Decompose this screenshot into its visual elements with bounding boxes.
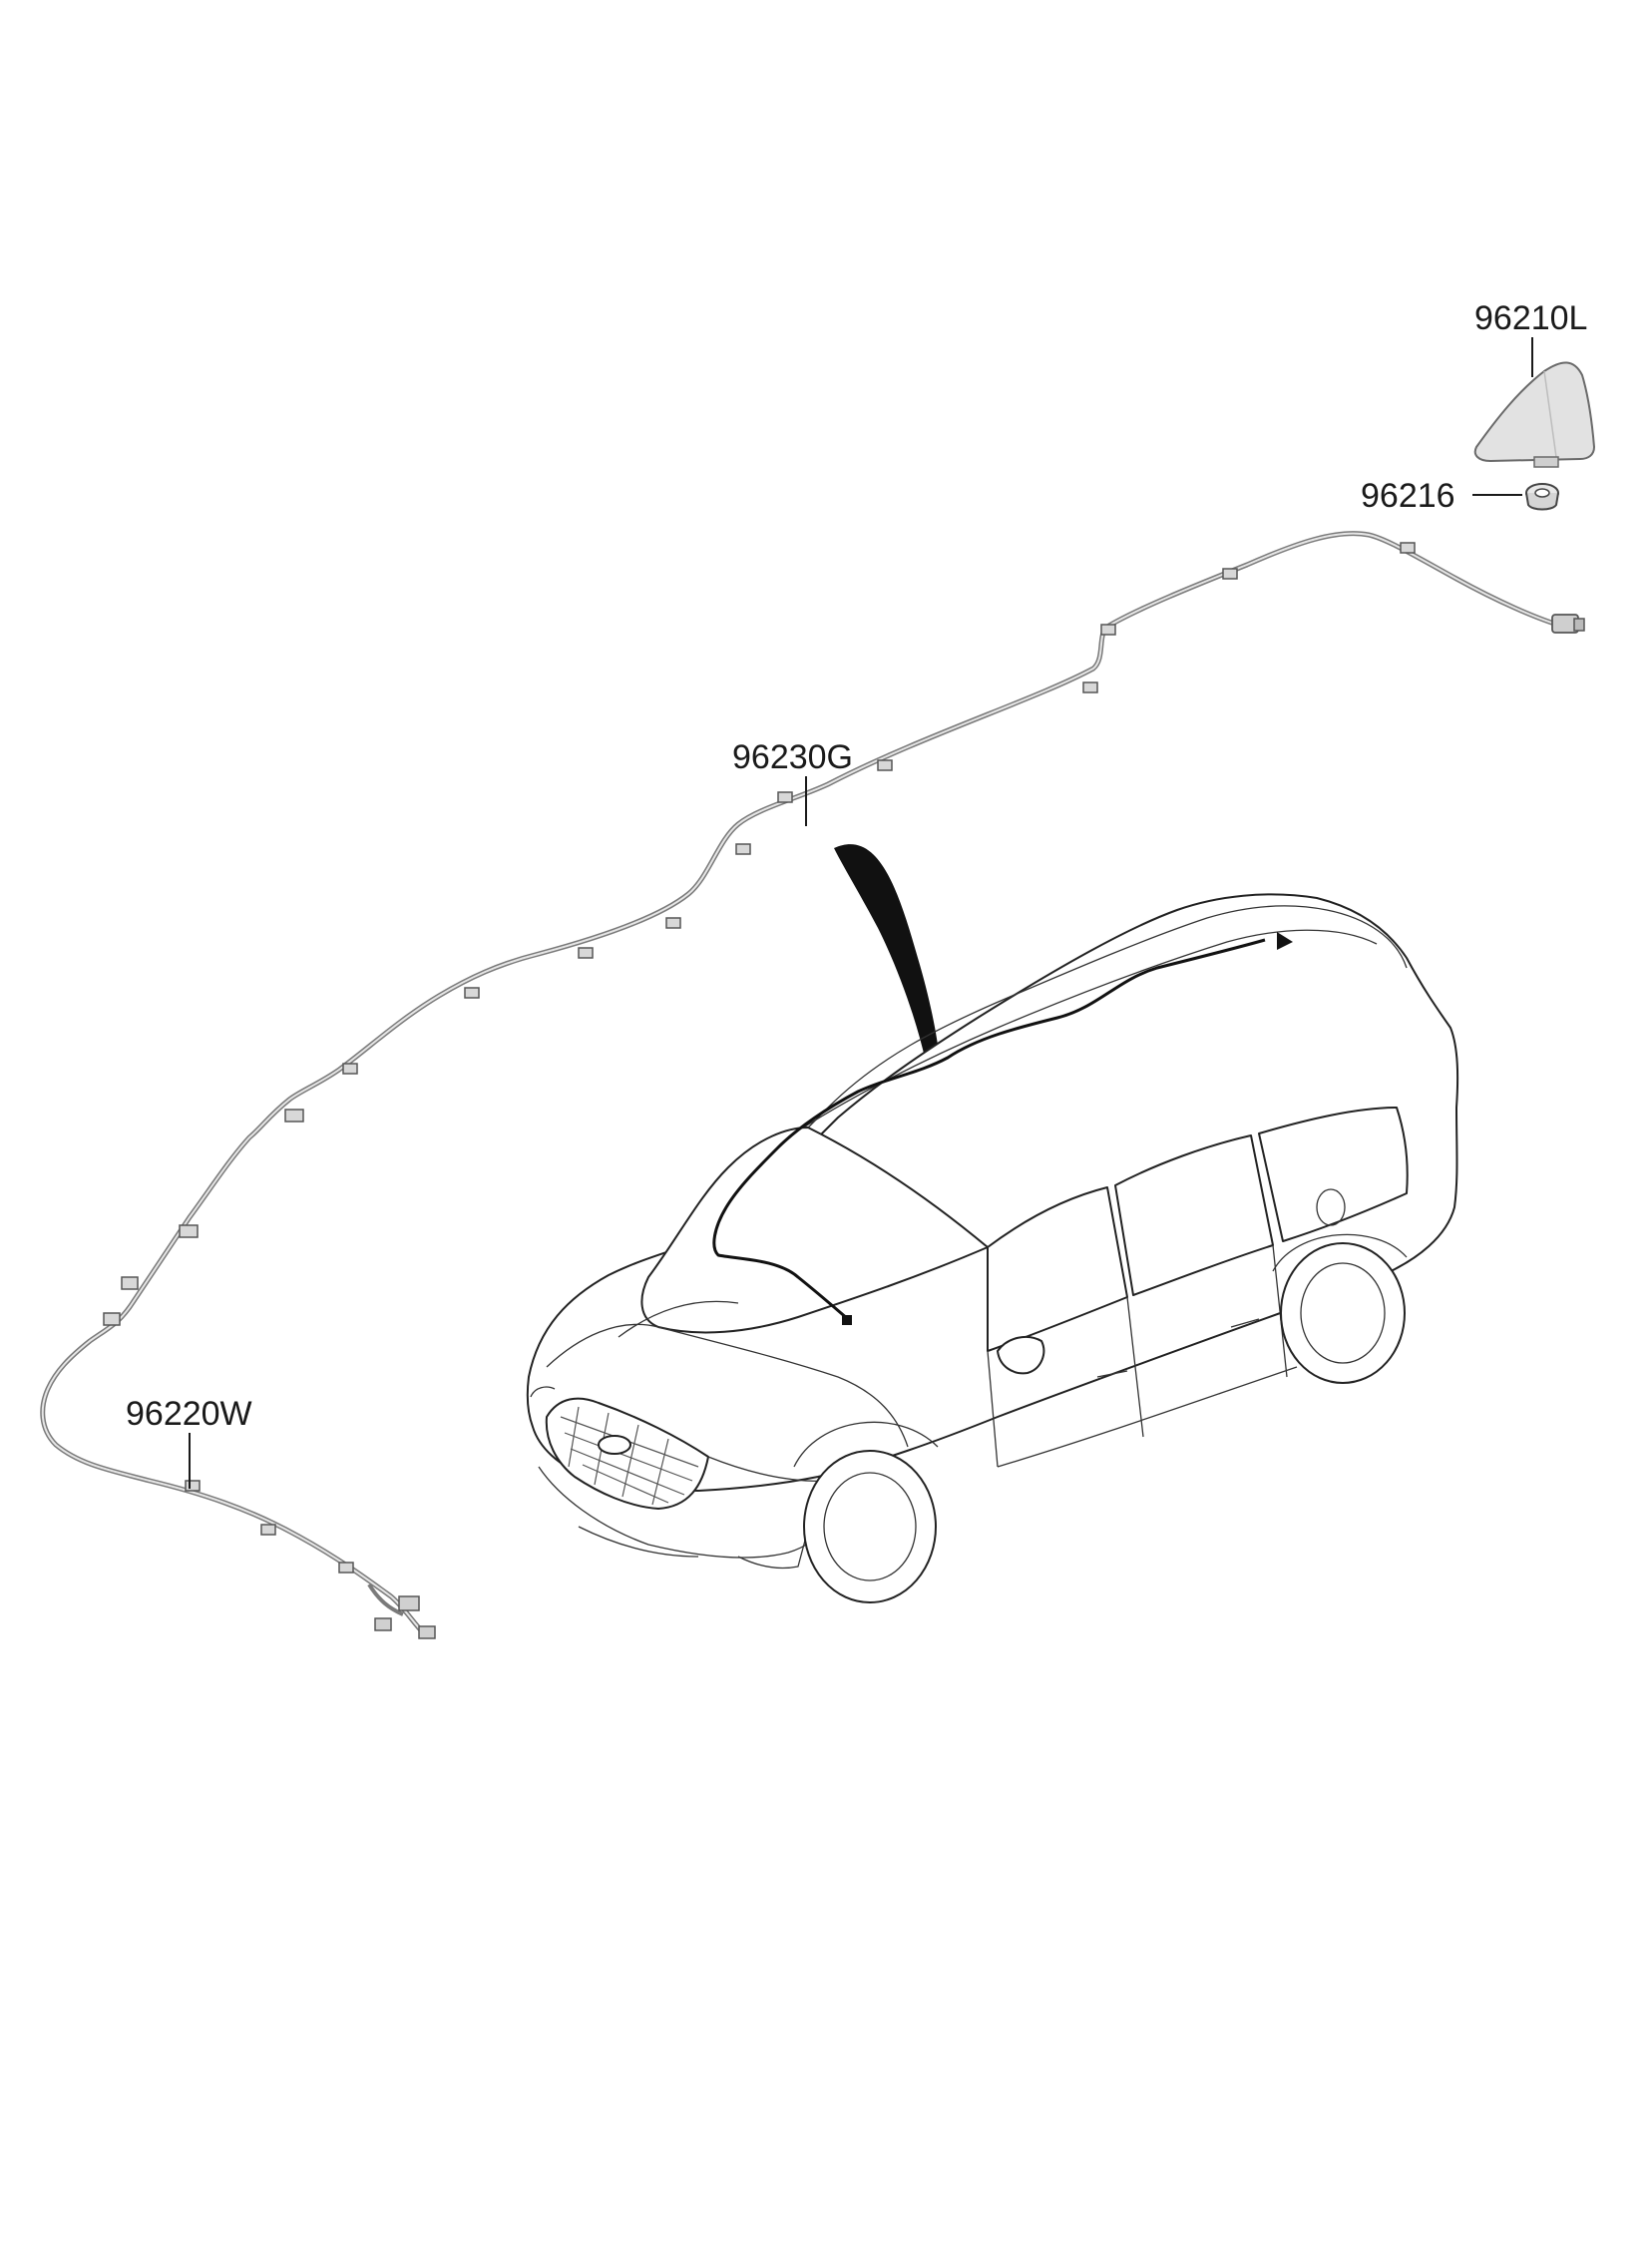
cable-clip-icon: [735, 843, 751, 855]
car-headlight-left: [530, 1386, 556, 1398]
cable-clip-icon: [877, 759, 893, 771]
cable-roof-connector-icon: [1551, 614, 1585, 634]
antenna-ridge: [1543, 370, 1557, 458]
cable-end-terminal-icon: [842, 1315, 852, 1325]
cable-assembly[interactable]: 96230G 96220W: [40, 531, 1585, 1639]
nut-icon: [1525, 483, 1559, 511]
car-side-mirror: [997, 1335, 1045, 1375]
roof-antenna-cable: [712, 938, 1266, 1321]
cable-clip-icon: [464, 987, 480, 999]
cable-clip-icon: [121, 1276, 139, 1290]
cable-clip-icon: [665, 917, 681, 929]
cable-clip-icon: [179, 1224, 199, 1238]
car-front-wheel-icon: [803, 1450, 937, 1603]
cable-clip-icon: [578, 947, 594, 959]
car-roof: [717, 905, 1408, 1234]
cable-clip-icon: [1400, 542, 1416, 554]
roof-antenna-mount-icon: [1277, 932, 1293, 950]
cable-clip-icon: [338, 1562, 354, 1574]
antenna-assembly[interactable]: 96210L: [1473, 299, 1596, 468]
car-hood: [546, 1323, 909, 1448]
cable-clip-icon: [777, 791, 793, 803]
part-label-roof-cable: 96230G: [732, 738, 853, 776]
car-body: [526, 893, 1459, 1492]
cable-end-connector-icon: [367, 1582, 436, 1639]
part-label-antenna: 96210L: [1474, 299, 1587, 337]
part-label-nut: 96216: [1361, 477, 1455, 515]
car-quarter-window: [1258, 1107, 1409, 1242]
cable-clip-icon: [1082, 681, 1098, 693]
shark-fin-antenna-icon: [1473, 361, 1596, 463]
cable-clip-icon: [185, 1480, 201, 1492]
cable-clips: [103, 542, 1416, 1574]
cable-clip-icon: [260, 1524, 276, 1536]
cable-clip-icon: [103, 1312, 121, 1326]
car-logo-icon: [598, 1435, 631, 1455]
cable-clip-icon: [1222, 568, 1238, 580]
callout-arrow-icon: [834, 844, 940, 1062]
car-rear-wheel-icon: [1280, 1242, 1406, 1384]
antenna-base-icon: [1533, 456, 1559, 468]
cable-clip-icon: [342, 1063, 358, 1075]
cable-clip-icon: [284, 1109, 304, 1123]
cable-clip-icon: [1100, 624, 1116, 636]
vehicle-illustration: [526, 893, 1459, 1603]
part-label-main-cable: 96220W: [126, 1395, 252, 1433]
car-fuel-door: [1316, 1188, 1346, 1226]
nut-part[interactable]: 96216: [1361, 477, 1559, 515]
